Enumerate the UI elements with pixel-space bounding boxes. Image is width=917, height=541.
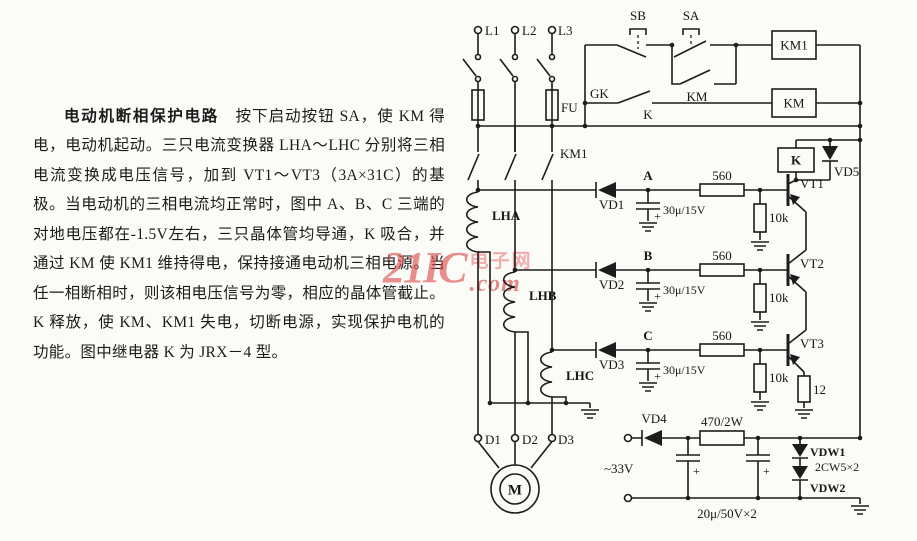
label-km-coil: KM — [784, 96, 805, 111]
power-supply: ~33V VD4 470/2W + + VDW1 2CW5×2 VDW2 20μ… — [604, 411, 869, 521]
transistor-chain: VT1 VT2 VT3 12 — [786, 174, 826, 419]
vdw1-zener — [792, 444, 808, 457]
detector-row-b: VD2 B + 30μ/15V 560 10k — [515, 248, 789, 331]
label-r560-c: 560 — [712, 328, 732, 343]
k-contact-symbol — [585, 90, 772, 104]
cap-b-plus: + — [654, 289, 661, 303]
label-k-contact: K — [643, 107, 653, 122]
three-phase-input: L1 L2 L3 FU KM1 — [462, 23, 863, 352]
label-fuse: FU — [561, 100, 578, 115]
label-r470: 470/2W — [701, 414, 744, 429]
label-vd1: VD1 — [599, 197, 624, 212]
vdw2-zener — [792, 466, 808, 479]
label-node-a: A — [643, 168, 653, 183]
cap-a-plus: + — [654, 209, 661, 223]
detector-row-a: VD1 A + 30μ/15V 560 10k — [478, 168, 789, 251]
vd1-diode — [598, 182, 616, 198]
ground-bus — [581, 409, 599, 419]
label-d2: D2 — [522, 432, 538, 447]
filter-cap-2 — [746, 438, 770, 498]
vd3-diode — [598, 342, 616, 358]
r560-b — [699, 263, 745, 277]
label-vd4: VD4 — [641, 411, 667, 426]
label-filter-caps: 20μ/50V×2 — [697, 506, 757, 521]
label-vt3: VT3 — [800, 336, 824, 351]
label-lha: LHA — [492, 208, 521, 223]
label-vdw2: VDW2 — [810, 481, 845, 495]
km-seal-contact — [671, 45, 737, 85]
stop-button-symbol — [585, 28, 672, 58]
description-body: 按下启动按钮 SA，使 KM 得电，电动机起动。三只电流变换器 LHA～LHC … — [33, 107, 445, 361]
label-vd2: VD2 — [599, 277, 624, 292]
motor-inner-circle — [499, 473, 531, 505]
label-d3: D3 — [558, 432, 574, 447]
label-vd5: VD5 — [834, 164, 859, 179]
cap2-plus: + — [763, 464, 770, 478]
cap-a — [636, 190, 660, 221]
label-zener-type: 2CW5×2 — [815, 460, 859, 474]
label-supply-input: ~33V — [604, 461, 634, 476]
label-cap-b: 30μ/15V — [663, 283, 706, 297]
label-l3: L3 — [558, 23, 572, 38]
vd5-diode — [822, 146, 838, 160]
label-motor: M — [508, 483, 522, 499]
label-r10k-c: 10k — [769, 370, 789, 385]
description-paragraph: 电动机断相保护电路 按下启动按钮 SA，使 KM 得电，电动机起动。三只电流变换… — [33, 102, 445, 368]
label-r10k-a: 10k — [769, 210, 789, 225]
fuse-symbols — [471, 89, 559, 121]
label-r560-b: 560 — [712, 248, 732, 263]
label-k-relay: K — [791, 153, 802, 168]
label-gk-node: GK — [590, 86, 609, 101]
label-r10k-b: 10k — [769, 290, 789, 305]
r12 — [797, 375, 811, 403]
label-vt2: VT2 — [800, 256, 824, 271]
label-d1: D1 — [485, 432, 501, 447]
km-main-contacts — [462, 53, 556, 83]
current-transformers: LHA LHB LHC — [465, 187, 599, 435]
zener-leads — [792, 438, 808, 498]
label-km1-coil: KM1 — [780, 38, 807, 53]
description-title: 电动机断相保护电路 — [64, 107, 220, 125]
detector-row-c: VD3 C + 30μ/15V 560 10k — [552, 328, 789, 411]
k-relay-box — [777, 147, 815, 173]
label-lhc: LHC — [566, 368, 594, 383]
r470 — [699, 430, 745, 446]
label-vt1: VT1 — [800, 176, 824, 191]
label-cap-c: 30μ/15V — [663, 363, 706, 377]
label-lhb: LHB — [529, 288, 557, 303]
cap1-plus: + — [693, 464, 700, 478]
r560-a — [699, 183, 745, 197]
km1-coil-box — [771, 30, 817, 60]
label-cap-a: 30μ/15V — [663, 203, 706, 217]
cap-b — [636, 270, 660, 301]
label-l2: L2 — [522, 23, 536, 38]
start-button-symbol — [673, 28, 736, 58]
label-vd3: VD3 — [599, 357, 624, 372]
r10k-a — [753, 203, 767, 233]
relay-k-section: K VD5 — [777, 137, 863, 183]
filter-cap-1 — [676, 438, 700, 498]
r10k-c — [753, 363, 767, 393]
label-node-b: B — [644, 248, 653, 263]
motor-section: D1 D2 D3 M — [473, 432, 574, 514]
label-km1-contact: KM1 — [560, 146, 587, 161]
cap-c — [636, 350, 660, 381]
label-vdw1: VDW1 — [810, 445, 845, 459]
r560-c — [699, 343, 745, 357]
vd2-diode — [598, 262, 616, 278]
cap-c-plus: + — [654, 369, 661, 383]
label-node-c: C — [643, 328, 652, 343]
vd4-diode — [644, 430, 662, 446]
label-start-button: SA — [683, 8, 700, 23]
r10k-b — [753, 283, 767, 313]
label-stop-button: SB — [630, 8, 646, 23]
label-km-contact: KM — [687, 89, 708, 104]
motor-outer-circle — [490, 464, 540, 514]
control-circuit: GK SB SA KM KM1 K KM — [582, 8, 863, 438]
label-r560-a: 560 — [712, 168, 732, 183]
label-l1: L1 — [485, 23, 499, 38]
label-r12: 12 — [813, 382, 826, 397]
